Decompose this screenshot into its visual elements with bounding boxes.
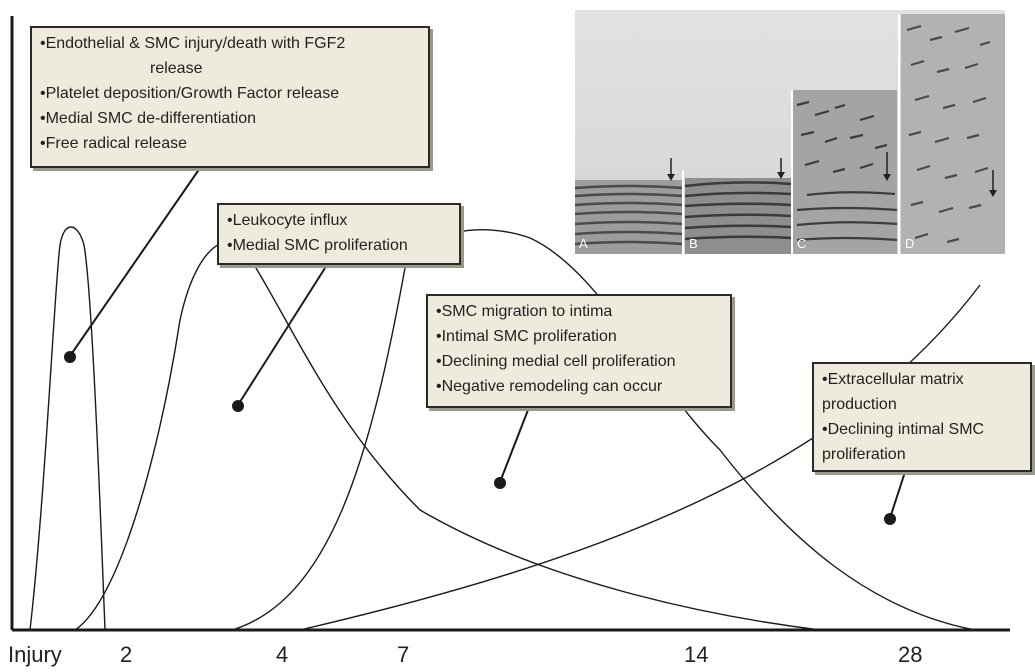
- curve-migration-phase: [231, 229, 976, 631]
- panel-label-c: C: [797, 236, 806, 251]
- callout-migration-events: •SMC migration to intima •Intimal SMC pr…: [426, 294, 732, 408]
- curve-injury-phase: [29, 226, 106, 631]
- panel-label-a: A: [579, 236, 588, 251]
- x-tick-28: 28: [898, 642, 923, 667]
- panel-d: [901, 14, 1005, 254]
- leader-dot-4: [884, 513, 896, 525]
- curve-leukocyte-phase: [74, 241, 821, 631]
- callout-matrix-events: •Extracellular matrix production •Declin…: [812, 362, 1032, 472]
- x-tick-2: 2: [120, 642, 133, 667]
- x-tick-14: 14: [684, 642, 709, 667]
- callout-3-line-3: •Declining medial cell proliferation: [436, 353, 676, 370]
- leader-line-1: [69, 167, 201, 357]
- callout-1-line-4: •Medial SMC de-differentiation: [40, 110, 257, 127]
- panel-label-b: B: [689, 236, 698, 251]
- callout-1-line-1: •Endothelial & SMC injury/death with FGF…: [40, 35, 346, 52]
- leader-line-4: [889, 471, 906, 519]
- leader-dot-2: [232, 400, 244, 412]
- leader-dot-1: [64, 351, 76, 363]
- leader-line-3: [499, 409, 529, 483]
- panel-b: [684, 158, 792, 254]
- callout-2-line-2: •Medial SMC proliferation: [227, 237, 408, 254]
- panel-c: [793, 90, 898, 254]
- callout-2-line-1: •Leukocyte influx: [227, 212, 348, 229]
- callout-3-line-2: •Intimal SMC proliferation: [436, 328, 617, 345]
- histology-micrograph: A B C D: [575, 10, 1005, 254]
- callout-4-line-1: •Extracellular matrix production: [822, 371, 964, 413]
- callout-injury-events: •Endothelial & SMC injury/death with FGF…: [30, 26, 430, 168]
- callout-4-line-2: •Declining intimal SMC proliferation: [822, 421, 985, 463]
- curve-matrix-phase: [299, 284, 981, 631]
- panel-a: [575, 158, 684, 254]
- leader-dot-3: [494, 477, 506, 489]
- leader-line-2: [237, 267, 326, 406]
- callout-1-line-2: release: [150, 60, 203, 77]
- x-tick-7: 7: [397, 642, 410, 667]
- callout-leukocyte-events: •Leukocyte influx •Medial SMC proliferat…: [217, 203, 461, 265]
- callout-1-line-5: •Free radical release: [40, 135, 187, 152]
- x-tick-4: 4: [276, 642, 289, 667]
- x-tick-injury: Injury: [8, 642, 62, 667]
- callout-3-line-4: •Negative remodeling can occur: [436, 378, 663, 395]
- panel-label-d: D: [905, 236, 914, 251]
- callout-1-line-3: •Platelet deposition/Growth Factor relea…: [40, 85, 340, 102]
- callout-3-line-1: •SMC migration to intima: [436, 303, 613, 320]
